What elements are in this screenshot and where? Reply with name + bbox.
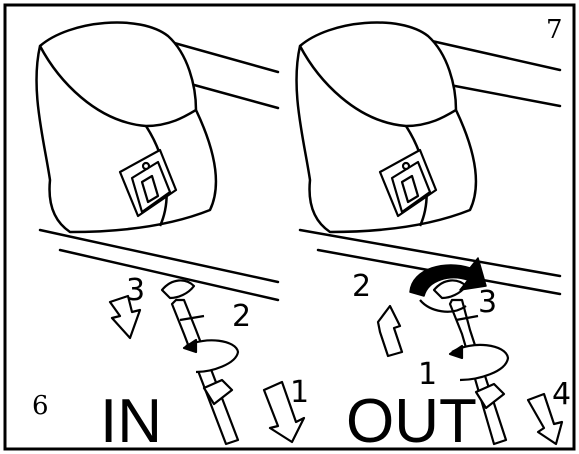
step-label-4: 4 [552,377,571,412]
mode-label-out: OUT [346,387,477,454]
carrier-foot [297,23,476,232]
step-label-3: 3 [126,273,145,308]
carrier-foot [37,23,216,232]
panel-number-6: 6 [32,391,49,421]
step-label-3: 3 [478,285,497,320]
panel-number-7: 7 [546,15,563,45]
panel-right: 2 3 1 4 OUT 7 [297,15,572,454]
step-label-2: 2 [352,269,371,304]
mode-label-in: IN [100,387,162,454]
panel-left: 3 2 1 IN 6 [32,23,309,454]
arrow-2 [378,306,402,356]
step-label-1: 1 [290,375,309,410]
step-label-2: 2 [232,299,251,334]
